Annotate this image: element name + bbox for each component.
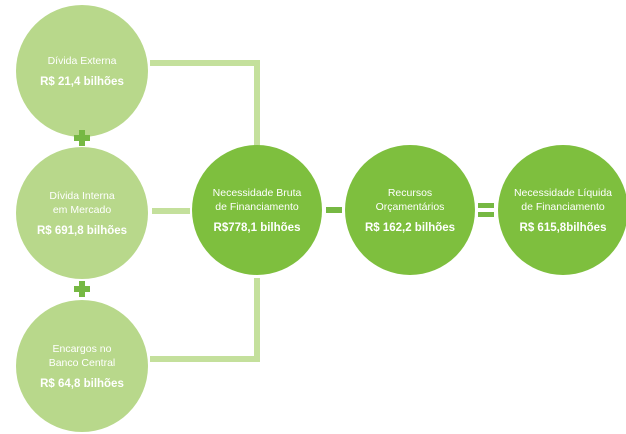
connector-bottom-horizontal [150, 356, 260, 362]
source-label: Encargos no Banco Central [48, 343, 116, 369]
source-central-bank-charges: Encargos no Banco Central R$ 64,8 bilhõe… [16, 300, 148, 432]
minus-icon [326, 207, 342, 213]
budget-resources: Recursos Orçamentários R$ 162,2 bilhões [345, 145, 475, 275]
equals-icon [478, 203, 494, 217]
source-internal-debt: Dívida Interna em Mercado R$ 691,8 bilhõ… [16, 147, 148, 279]
plus-icon [74, 281, 90, 297]
source-value: R$ 21,4 bilhões [40, 76, 124, 88]
source-label: Dívida Externa [47, 55, 117, 67]
net-financing-need: Necessidade Líquida de Financiamento R$ … [498, 145, 626, 275]
gross-label: Necessidade Bruta de Financiamento [212, 187, 302, 213]
connector-top-vertical [254, 60, 260, 146]
source-external-debt: Dívida Externa R$ 21,4 bilhões [16, 5, 148, 137]
resources-value: R$ 162,2 bilhões [364, 222, 456, 234]
connector-top-horizontal [150, 60, 260, 66]
resources-label: Recursos Orçamentários [375, 187, 445, 213]
gross-value: R$778,1 bilhões [213, 222, 301, 234]
net-value: R$ 615,8bilhões [519, 222, 607, 234]
net-label: Necessidade Líquida de Financiamento [513, 187, 613, 213]
source-label: Dívida Interna em Mercado [49, 190, 115, 216]
plus-icon [74, 130, 90, 146]
source-value: R$ 64,8 bilhões [40, 378, 124, 390]
source-value: R$ 691,8 bilhões [36, 225, 128, 237]
connector-middle [152, 208, 190, 214]
gross-financing-need: Necessidade Bruta de Financiamento R$778… [192, 145, 322, 275]
connector-bottom-vertical [254, 278, 260, 362]
